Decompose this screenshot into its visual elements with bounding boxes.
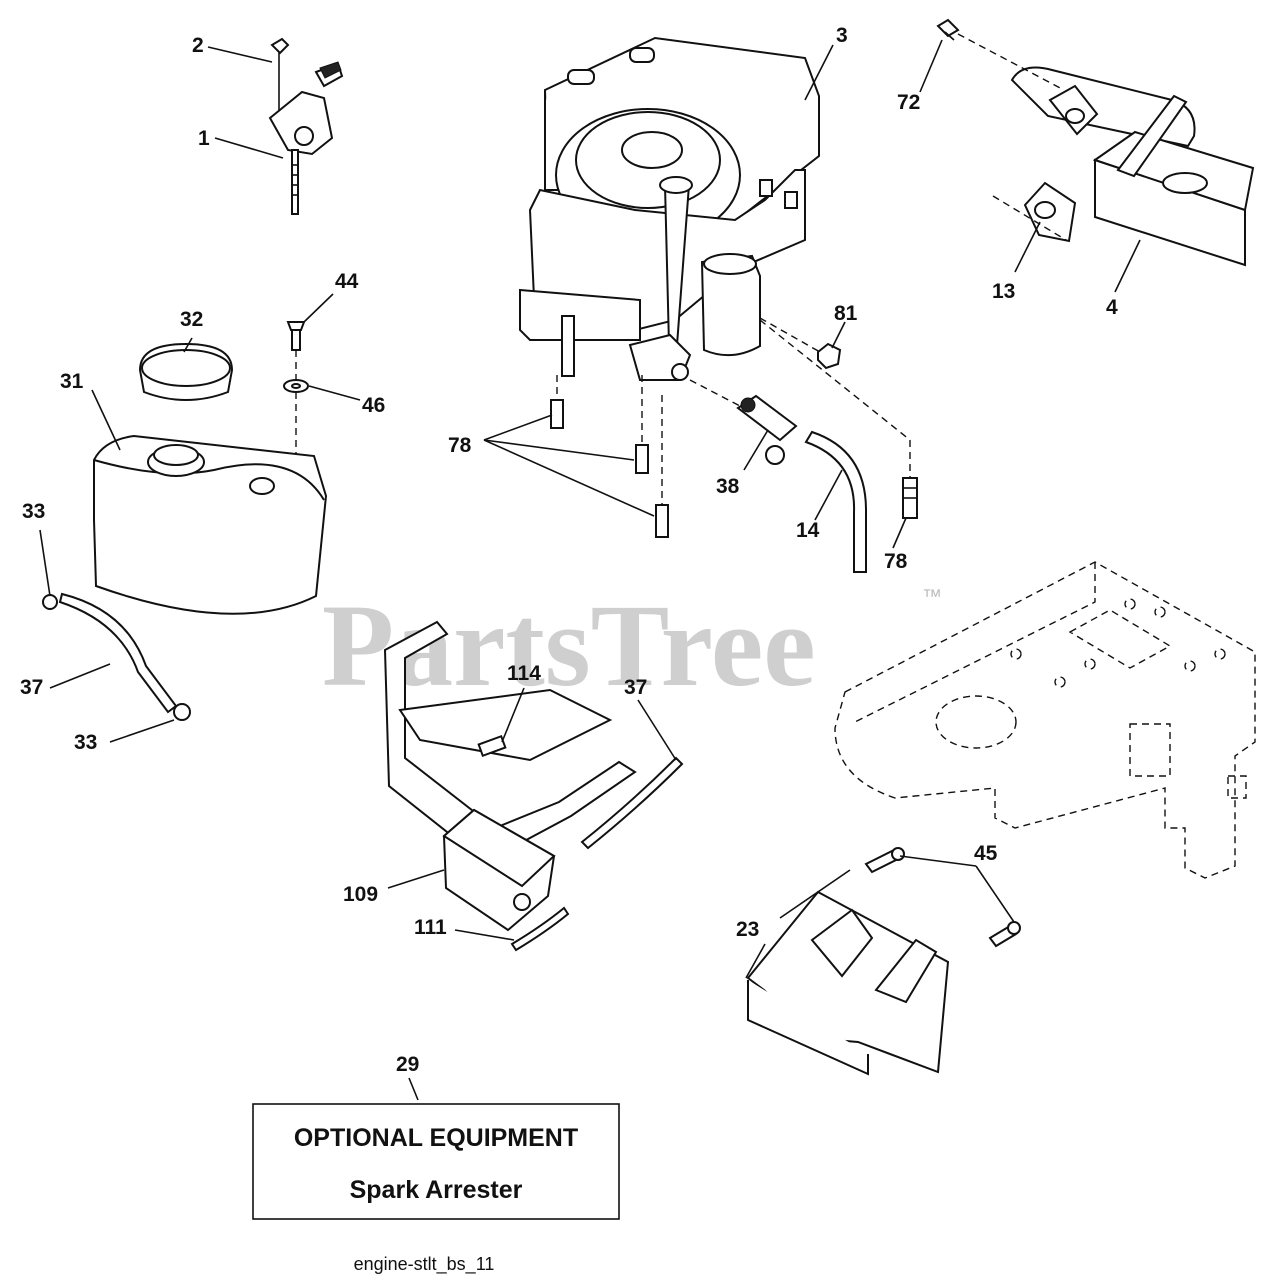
screw-part-upper[interactable] — [864, 847, 905, 874]
callout-111: 111 — [414, 916, 447, 939]
cover-plate-part[interactable] — [746, 890, 950, 1076]
module-part[interactable] — [442, 808, 556, 932]
callout-44: 44 — [335, 270, 359, 293]
callout-33-upper: 33 — [22, 500, 45, 523]
callout-72: 72 — [897, 91, 920, 114]
optional-equipment-box: OPTIONAL EQUIPMENT Spark Arrester — [252, 1103, 620, 1220]
exhaust-flange-part[interactable] — [1048, 84, 1099, 136]
chassis-frame-part — [834, 561, 1256, 879]
callout-33-lower: 33 — [74, 731, 97, 754]
hose-part-right[interactable] — [580, 756, 684, 850]
callout-45: 45 — [974, 842, 998, 865]
exhaust-gasket-part[interactable] — [1023, 181, 1077, 243]
clamp-part-lower[interactable] — [173, 703, 191, 721]
bolt-part-left[interactable] — [550, 399, 669, 538]
fuel-tank-part[interactable] — [93, 434, 328, 615]
callout-37-left: 37 — [20, 676, 43, 699]
fuel-filter-part[interactable] — [736, 394, 798, 465]
nut-part[interactable] — [817, 342, 842, 370]
callout-38: 38 — [716, 475, 740, 498]
callout-37-right: 37 — [624, 676, 647, 699]
callout-14: 14 — [796, 519, 820, 542]
callout-23: 23 — [736, 918, 759, 941]
callout-81: 81 — [834, 302, 858, 325]
bracket-part[interactable] — [383, 620, 637, 864]
clamp-part-upper[interactable] — [42, 594, 58, 610]
hose-part-left[interactable] — [58, 592, 178, 714]
screw-part[interactable] — [286, 321, 306, 351]
callout-78-right: 78 — [884, 550, 908, 573]
callout-3: 3 — [836, 24, 848, 47]
spark-arrester-label: Spark Arrester — [350, 1176, 523, 1204]
optional-equipment-title: OPTIONAL EQUIPMENT — [294, 1124, 578, 1152]
diagram-caption: engine-stlt_bs_11 — [354, 1254, 495, 1275]
exhaust-bolt-part[interactable] — [936, 18, 960, 41]
small-hose-part[interactable] — [510, 906, 570, 952]
callout-31: 31 — [60, 370, 84, 393]
callout-114: 114 — [507, 662, 541, 685]
callout-4: 4 — [1106, 296, 1118, 319]
engine-part[interactable] — [519, 36, 820, 381]
callout-32: 32 — [180, 308, 203, 331]
bolt-part-right[interactable] — [902, 477, 918, 519]
callout-13: 13 — [992, 280, 1015, 303]
callout-1: 1 — [198, 127, 210, 150]
fuel-cap-part[interactable] — [138, 342, 234, 401]
throttle-control-part[interactable] — [268, 37, 344, 215]
callout-78-left: 78 — [448, 434, 472, 457]
callout-109: 109 — [343, 883, 378, 906]
washer-part[interactable] — [283, 379, 309, 393]
callout-2: 2 — [192, 34, 204, 57]
screw-part-lower[interactable] — [988, 921, 1021, 948]
fuel-line-part[interactable] — [804, 430, 867, 573]
trademark-symbol: ™ — [922, 586, 942, 608]
callout-46: 46 — [362, 394, 385, 417]
callout-29: 29 — [396, 1053, 419, 1076]
